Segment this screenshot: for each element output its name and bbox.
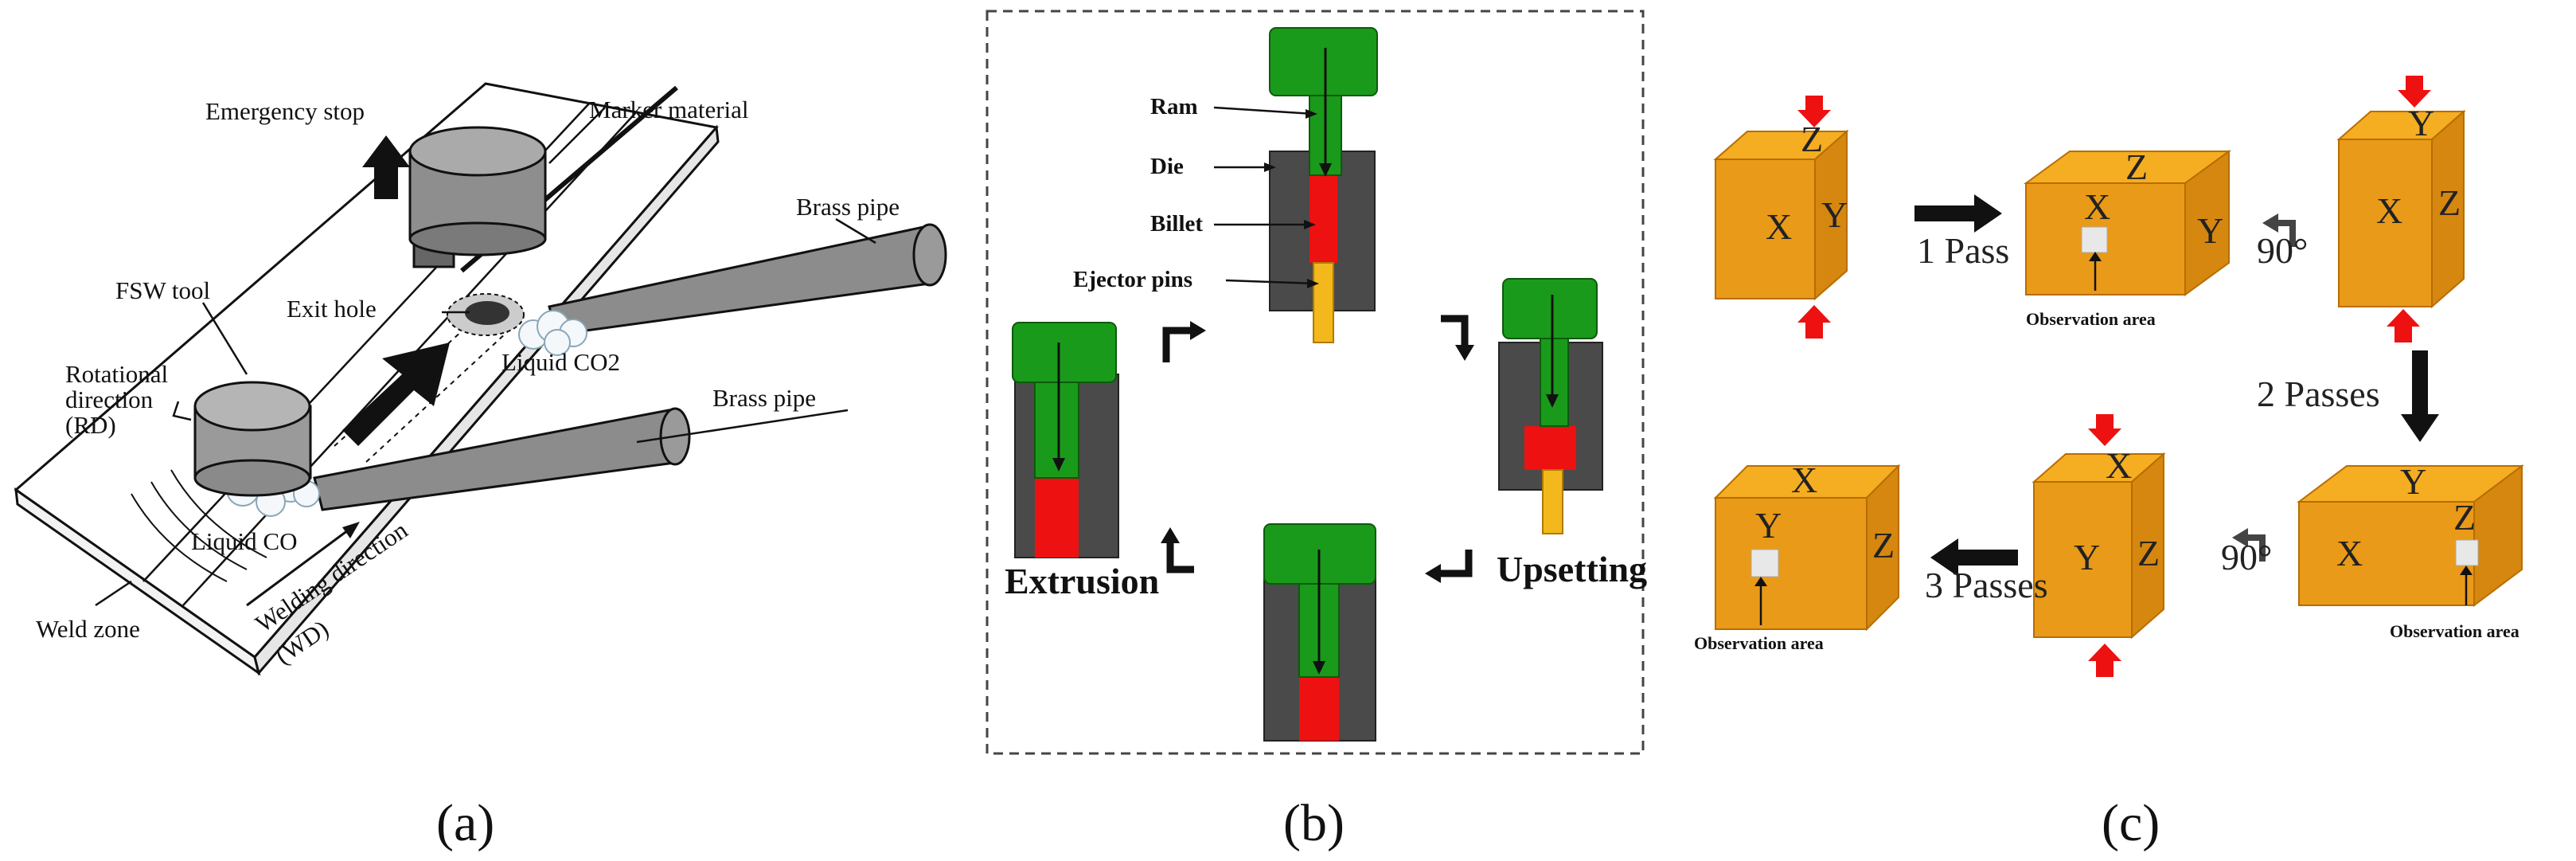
- cube-3: Y X Z: [2336, 76, 2466, 342]
- cube-3-press-top-icon: [2398, 76, 2431, 108]
- cube-2-observation-patch: [2081, 226, 2108, 253]
- label-die: Die: [1150, 154, 1184, 179]
- cube-1: Z X Y: [1713, 96, 1849, 339]
- label-liquid-co2-top: Liquid CO2: [502, 348, 620, 376]
- cube-1-side: Y: [1821, 194, 1848, 235]
- pass-1-arrow-icon: [1914, 194, 2002, 233]
- cycle-arrow-3-icon: [1425, 564, 1441, 583]
- cube-2: Z X Y Observation area: [2023, 147, 2232, 329]
- cycle-arrow-2-icon: [1455, 345, 1474, 361]
- panel-b: Ram Die Billet Ejector pins Extrusion Up…: [986, 10, 1647, 852]
- caption-c: (c): [2102, 794, 2160, 852]
- label-exit-hole: Exit hole: [287, 295, 377, 323]
- label-rotational-2: direction: [65, 385, 154, 413]
- press-top: [1269, 27, 1378, 343]
- liquid-co2-cloud-top: [518, 310, 587, 356]
- cube-4-observation-patch: [2455, 539, 2479, 566]
- cube-3-press-bottom-icon: [2387, 309, 2420, 342]
- cube-6-top: X: [1791, 460, 1817, 500]
- pass-3-arrow-icon: [1930, 538, 2018, 577]
- caption-a: (a): [436, 794, 494, 852]
- rotate-1-icon: [2262, 213, 2278, 233]
- label-brass-pipe-top: Brass pipe: [796, 193, 900, 221]
- cube-6: X Y Z Observation area: [1694, 460, 1901, 653]
- cube-4-top: Y: [2400, 461, 2426, 502]
- panel-c: Z X Y 1 Pass Z X Y Observation area 90°: [1694, 76, 2524, 852]
- cycle-arrow-1-icon: [1190, 321, 1206, 340]
- cube-1-top: Z: [1801, 119, 1823, 159]
- cube-5-press-top-icon: [2088, 414, 2121, 446]
- cube-5: X Y Z: [2032, 414, 2166, 677]
- label-brass-pipe-bottom: Brass pipe: [712, 384, 816, 412]
- caption-b: (b): [1283, 794, 1345, 852]
- cube-3-top: Y: [2408, 103, 2434, 143]
- cube-4-side: Z: [2453, 497, 2476, 538]
- fsw-tool: [193, 381, 312, 497]
- label-pass-3: 3 Passes: [1925, 565, 2048, 605]
- panel-b-frame: [986, 10, 1645, 755]
- label-rot-2: 90°: [2221, 537, 2272, 577]
- press-left: [1012, 322, 1119, 558]
- label-billet: Billet: [1150, 211, 1203, 237]
- cube-3-side: Z: [2438, 182, 2461, 223]
- cube-1-press-bottom-icon: [1797, 305, 1831, 339]
- cycle-arrow-4-icon: [1161, 527, 1180, 543]
- press-right: [1498, 278, 1603, 534]
- label-pass-2: 2 Passes: [2257, 374, 2380, 414]
- cube-4: Y X Z Observation area: [2297, 461, 2524, 641]
- cube-5-side: Z: [2137, 533, 2160, 573]
- cube-5-front: Y: [2074, 537, 2100, 577]
- label-pass-1: 1 Pass: [1917, 230, 2009, 271]
- welding-arrow-icon: [342, 342, 450, 446]
- cube-2-top: Z: [2125, 147, 2148, 187]
- cube-1-press-top-icon: [1797, 96, 1831, 127]
- panel-a: Emergency stop Marker material Brass pip…: [14, 82, 947, 852]
- cube-3-front: X: [2376, 190, 2402, 231]
- label-extrusion: Extrusion: [1005, 561, 1159, 601]
- emergency-stop-tool: [408, 126, 547, 268]
- cube-6-side: Z: [1872, 525, 1895, 566]
- label-marker-material: Marker material: [589, 96, 749, 123]
- label-observation-1: Observation area: [2026, 309, 2156, 329]
- label-rotational-3: (RD): [65, 411, 116, 439]
- label-observation-2: Observation area: [2390, 621, 2519, 641]
- cube-5-press-bottom-icon: [2088, 644, 2121, 677]
- rotate-2-icon: [2232, 528, 2248, 547]
- label-emergency-stop: Emergency stop: [205, 97, 365, 125]
- cube-4-front: X: [2336, 533, 2363, 573]
- label-ejector-pins: Ejector pins: [1073, 267, 1192, 292]
- press-bottom: [1263, 523, 1376, 742]
- cube-1-front: X: [1766, 206, 1792, 247]
- label-liquid-co-bottom: Liquid CO: [191, 527, 297, 555]
- label-weld-zone: Weld zone: [36, 615, 140, 643]
- label-fsw-tool: FSW tool: [115, 276, 210, 304]
- label-rotational-1: Rotational: [65, 360, 168, 388]
- label-upsetting: Upsetting: [1497, 549, 1647, 589]
- cube-5-top: X: [2106, 445, 2132, 486]
- cube-2-front: X: [2084, 186, 2110, 227]
- label-ram: Ram: [1150, 94, 1198, 119]
- pass-2-arrow-icon: [2401, 350, 2439, 442]
- cube-6-front: Y: [1755, 505, 1782, 546]
- label-rot-1: 90°: [2257, 230, 2308, 271]
- label-observation-3: Observation area: [1694, 633, 1824, 653]
- cube-6-observation-patch: [1751, 549, 1779, 577]
- emergency-up-arrow-icon: [362, 135, 410, 199]
- cube-2-side: Y: [2197, 210, 2223, 251]
